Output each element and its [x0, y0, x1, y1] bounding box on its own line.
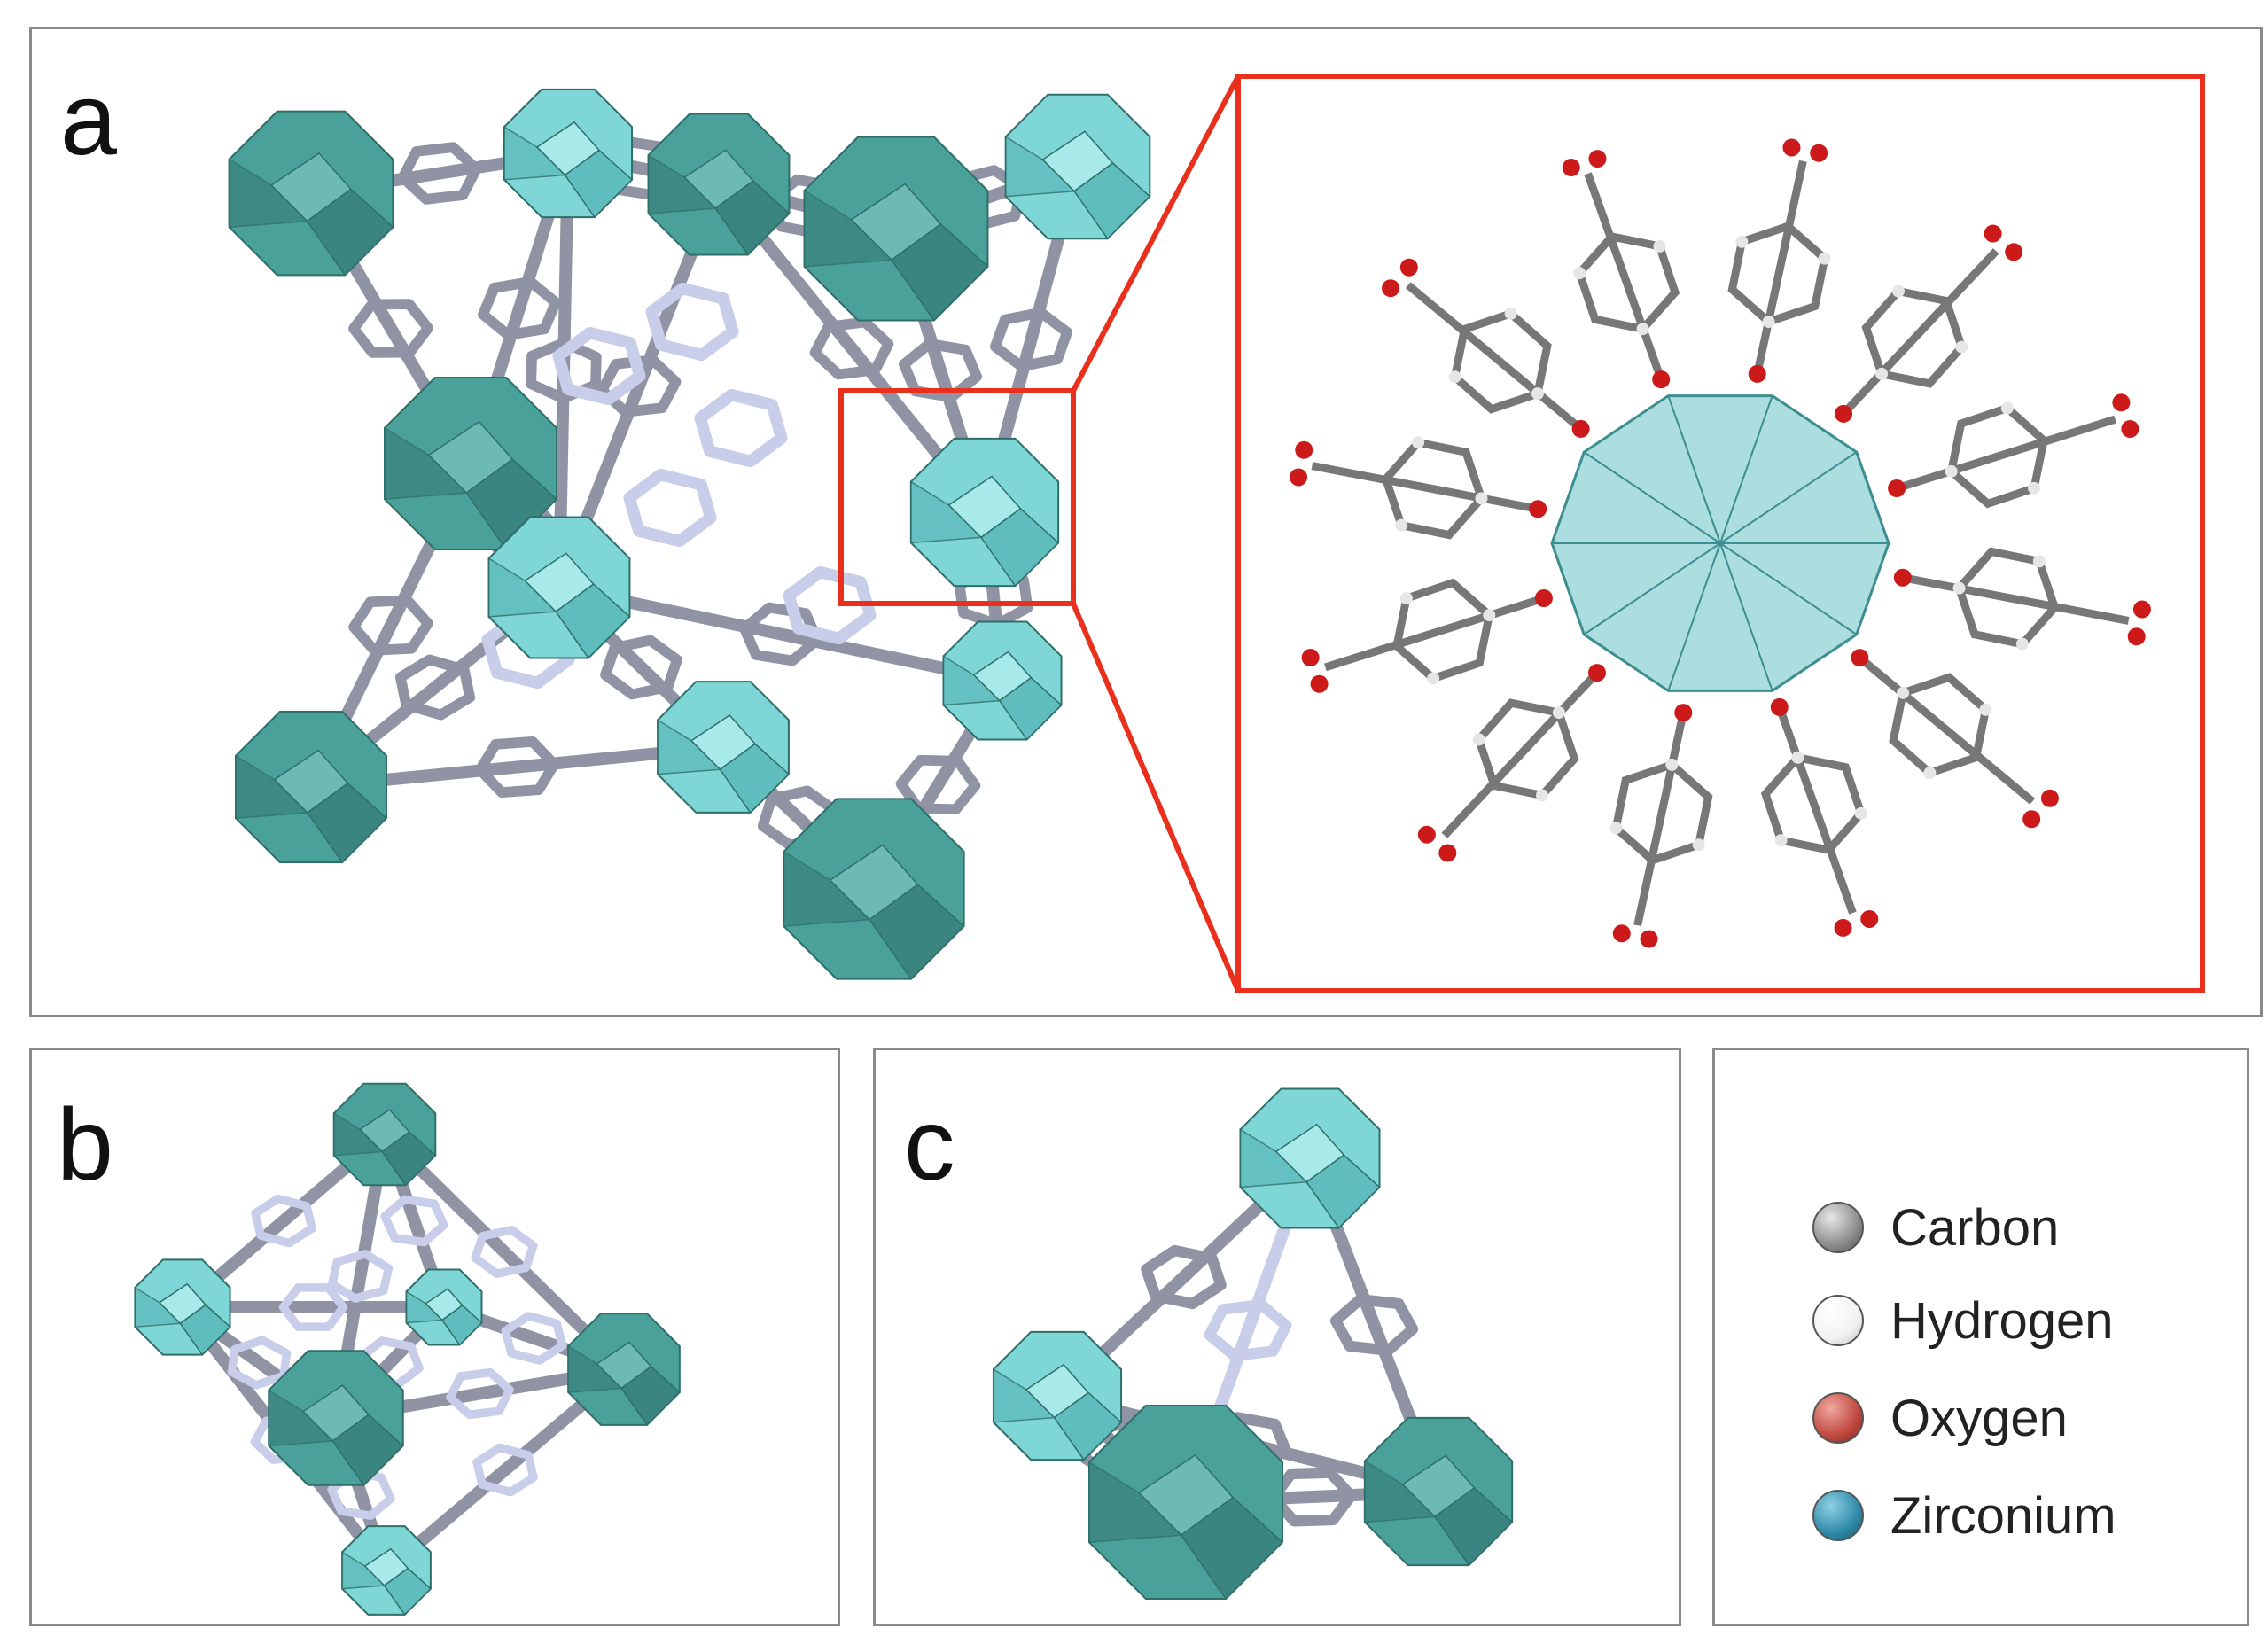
benzene-ring-icon	[348, 595, 433, 656]
legend-label-hydrogen: Hydrogen	[1890, 1291, 2114, 1350]
legend-label-zirconium: Zirconium	[1890, 1486, 2116, 1545]
octahedral-cage-view-b	[134, 1082, 681, 1617]
zr-cluster-polyhedron-icon	[1087, 1404, 1284, 1601]
benzene-ring-icon	[596, 355, 682, 417]
benzene-ring-icon	[600, 635, 682, 700]
benzene-ring-icon	[472, 1443, 538, 1497]
benzene-ring-icon	[501, 1312, 567, 1365]
benzene-ring-icon	[471, 1226, 538, 1278]
panel-b: b	[29, 1048, 840, 1626]
benzene-ring-icon	[739, 602, 822, 666]
zr-cluster-polyhedron-icon	[783, 798, 965, 980]
linker-rings	[348, 136, 1072, 851]
zr-cluster-polyhedron-icon	[503, 88, 634, 219]
benzene-ring-icon	[526, 337, 602, 404]
legend-label-carbon: Carbon	[1890, 1198, 2060, 1257]
zr-cluster-polyhedron-icon	[405, 1268, 483, 1346]
element-legend: Carbon Hydrogen Oxygen Zirconium	[1712, 1048, 2249, 1626]
zoom-line-top	[1071, 74, 1241, 393]
zr-cluster-polyhedron-icon	[1239, 1087, 1381, 1229]
panel-a: a	[29, 27, 2263, 1017]
benzene-ring-icon	[278, 1283, 348, 1331]
zr-cluster-polyhedron-icon	[487, 516, 631, 659]
legend-item-zirconium: Zirconium	[1812, 1480, 2116, 1551]
benzene-ring-icon	[552, 326, 646, 406]
benzene-ring-icon	[478, 277, 561, 340]
zr-cluster-polyhedron-icon	[134, 1258, 231, 1356]
zr-cluster-polyhedron-icon	[235, 711, 388, 864]
zr6-cluster-zoom	[1290, 138, 2151, 948]
hydrogen-sphere-icon	[1812, 1295, 1864, 1346]
tetrahedral-cage-view-c	[992, 1087, 1514, 1601]
zr-cluster-polyhedron-icon	[942, 620, 1063, 741]
zr-cluster-polyhedron-icon	[383, 376, 558, 551]
zr-cluster-polyhedron-icon	[1004, 93, 1151, 240]
benzene-ring-icon	[783, 565, 877, 645]
legend-label-oxygen: Oxygen	[1890, 1389, 2068, 1447]
cluster-nodes	[134, 1082, 681, 1617]
benzene-ring-icon	[1141, 1244, 1227, 1310]
benzene-ring-icon	[327, 1250, 394, 1303]
cluster-nodes	[992, 1087, 1514, 1601]
zr-cluster-polyhedron-icon	[1363, 1416, 1514, 1567]
benzene-ring-icon	[1329, 1294, 1419, 1356]
legend-item-hydrogen: Hydrogen	[1812, 1285, 2113, 1356]
zr-cluster-polyhedron-icon	[228, 110, 394, 277]
benzene-ring-icon	[474, 736, 560, 799]
benzene-ring-icon	[251, 1194, 316, 1248]
benzene-ring-icon	[397, 142, 482, 205]
zirconium-sphere-icon	[1812, 1490, 1864, 1541]
panel-label-c: c	[904, 1088, 955, 1202]
carbon-sphere-icon	[1812, 1202, 1864, 1253]
legend-item-carbon: Carbon	[1812, 1192, 2059, 1263]
oxygen-sphere-icon	[1812, 1392, 1864, 1444]
benzene-ring-icon	[227, 1336, 292, 1390]
benzene-ring-icon	[348, 299, 433, 358]
panel-label-a: a	[60, 63, 117, 176]
benzene-ring-icon	[446, 1367, 514, 1420]
benzene-ring-icon	[694, 388, 788, 468]
benzene-ring-icon	[380, 1195, 448, 1247]
benzene-ring-icon	[623, 468, 717, 548]
highlight-box-small	[838, 388, 1076, 606]
panel-label-b: b	[57, 1088, 113, 1202]
panel-c: c	[873, 1048, 1681, 1626]
zr-cluster-polyhedron-icon	[647, 113, 791, 256]
zr-cluster-polyhedron-icon	[803, 136, 989, 322]
zr-cluster-polyhedron-icon	[332, 1082, 437, 1187]
benzene-ring-icon	[990, 307, 1072, 372]
benzene-ring-icon	[645, 282, 739, 362]
zr-cluster-polyhedron-icon	[268, 1350, 404, 1486]
zr-cluster-polyhedron-icon	[657, 681, 790, 814]
zr-cluster-polyhedron-icon	[992, 1330, 1123, 1461]
benzene-ring-icon	[809, 316, 894, 380]
benzene-ring-icon	[1204, 1298, 1292, 1362]
mof-framework-view-a	[228, 74, 2205, 993]
benzene-ring-icon	[394, 654, 476, 721]
cluster-nodes	[228, 88, 1151, 980]
zr-cluster-polyhedron-icon	[341, 1525, 432, 1617]
zr-cluster-polyhedron-icon	[909, 437, 1060, 588]
zoom-line-bottom	[1071, 602, 1241, 993]
zr-cluster-polyhedron-icon	[567, 1313, 681, 1426]
legend-item-oxygen: Oxygen	[1812, 1383, 2068, 1453]
